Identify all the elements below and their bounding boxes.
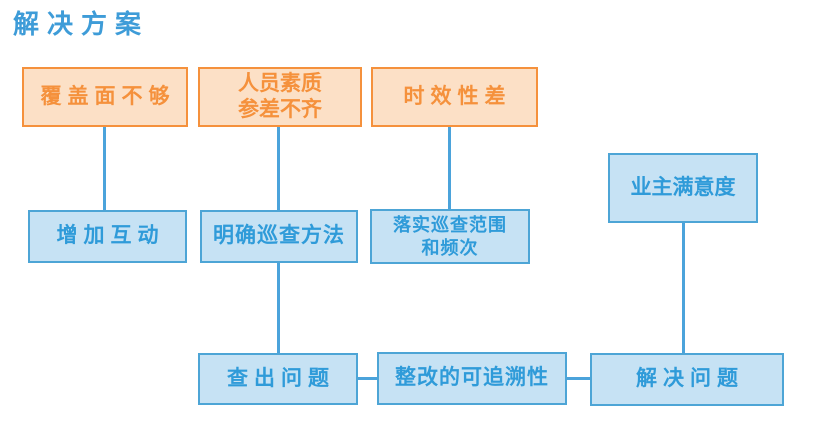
connector-quality-to-method [277,127,280,210]
connector-satisfaction-to-solve-problems [682,223,685,353]
process-node-find-problems: 查出问题 [198,353,358,405]
process-node-rectification-traceability: 整改的可追溯性 [377,352,567,405]
problem-node-staff-quality: 人员素质 参差不齐 [198,67,362,127]
measure-node-increase-interaction: 增加互动 [28,210,187,263]
connector-method-to-find-problems [277,263,280,353]
problem-node-timeliness: 时效性差 [371,67,538,127]
process-node-solve-problems: 解决问题 [590,353,784,406]
measure-node-clarify-inspection-method: 明确巡查方法 [200,210,358,263]
connector-coverage-to-interaction [103,127,106,210]
goal-node-owner-satisfaction: 业主满意度 [608,153,758,223]
connector-find-to-traceability [358,377,377,380]
problem-node-coverage: 覆盖面不够 [22,67,188,127]
connector-traceability-to-solve [567,377,590,380]
page-title: 解决方案 [13,9,150,39]
connector-timeliness-to-scope [448,127,451,209]
measure-node-implement-scope-frequency: 落实巡查范围 和频次 [370,209,530,264]
